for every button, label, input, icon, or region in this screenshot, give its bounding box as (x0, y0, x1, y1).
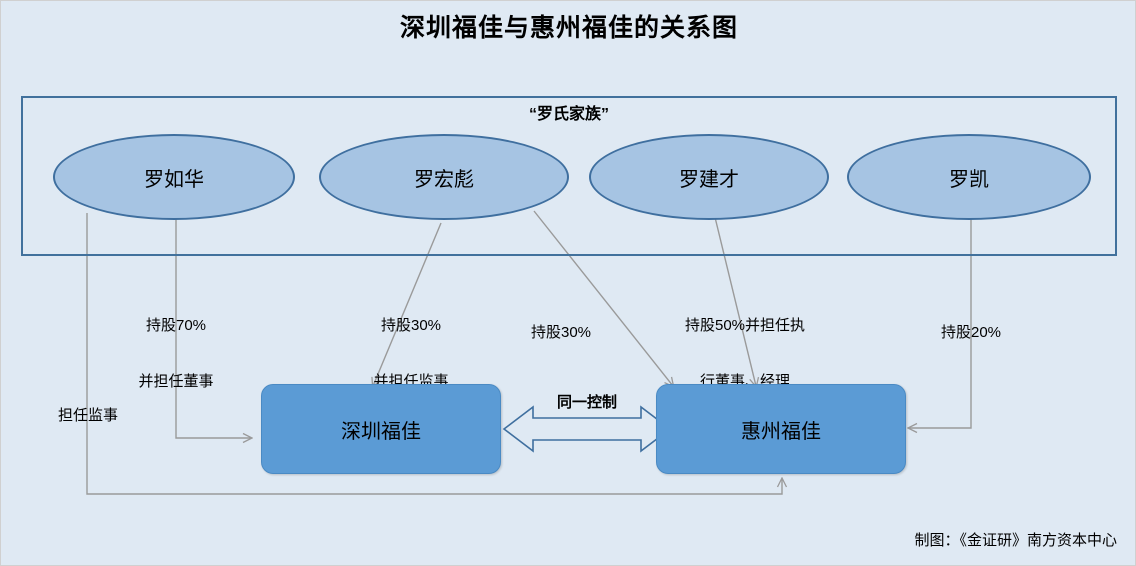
person-name: 罗如华 (144, 168, 204, 191)
company-box-shenzhen[interactable]: 深圳福佳 (261, 384, 501, 474)
credit-text: 制图：《金证研》南方资本中心 (914, 532, 1117, 550)
edge-label-line1: 担任监事 (57, 406, 118, 424)
company-name: 深圳福佳 (341, 420, 421, 443)
edge-label-line1: 持股30% (530, 323, 592, 341)
edge-label-line1: 持股70% (145, 316, 207, 334)
family-group-box (21, 96, 1117, 256)
company-name: 惠州福佳 (741, 420, 821, 443)
edge-label-line2: 并担任董事 (138, 372, 214, 390)
edge-label-luokai-huizhou: 持股20% (906, 286, 1036, 380)
family-group-label: “罗氏家族” (528, 106, 609, 123)
edge-label-luohongbiao-huizhou: 持股30% (496, 286, 626, 380)
edge-label-luoruhua-huizhou: 担任监事 (23, 369, 153, 463)
person-name: 罗建才 (679, 168, 739, 191)
same-control-arrow (502, 405, 672, 453)
person-ellipse-luojiancai[interactable]: 罗建才 (589, 134, 829, 220)
person-name: 罗宏彪 (414, 168, 474, 191)
person-ellipse-luokai[interactable]: 罗凯 (847, 134, 1091, 220)
edge-label-line1: 持股30% (380, 316, 442, 334)
person-ellipse-luohongbiao[interactable]: 罗宏彪 (319, 134, 569, 220)
person-ellipse-luoruhua[interactable]: 罗如华 (53, 134, 295, 220)
edge-label-line1: 持股50%并担任执 (684, 316, 806, 334)
edge-label-line1: 持股20% (940, 323, 1002, 341)
page-title: 深圳福佳与惠州福佳的关系图 (399, 14, 738, 42)
company-box-huizhou[interactable]: 惠州福佳 (656, 384, 906, 474)
same-control-label: 同一控制 (556, 394, 617, 411)
person-name: 罗凯 (949, 168, 989, 191)
edge-label-luoruhua-shenzhen: 持股70% 并担任董事 (111, 279, 241, 429)
